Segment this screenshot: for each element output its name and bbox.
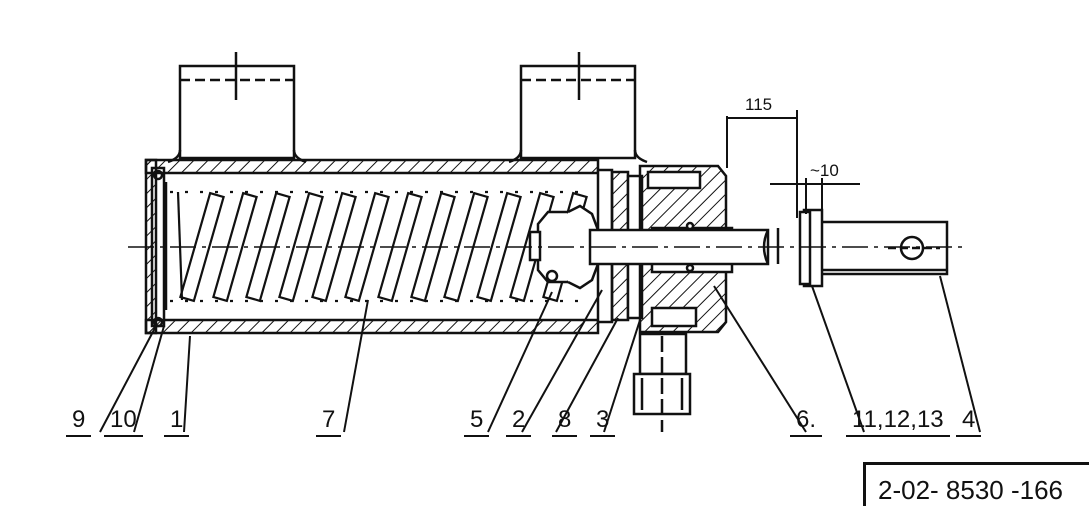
dimension-10 bbox=[770, 178, 860, 214]
part-label-5: 5 bbox=[464, 408, 490, 437]
port-fitting bbox=[632, 332, 692, 432]
part-label-11-12-13: 11,12,13 bbox=[846, 408, 950, 437]
leader-lines bbox=[99, 275, 981, 433]
document-number: 2-02- 8530 -166 bbox=[878, 475, 1064, 505]
part-label-6: 6. bbox=[790, 408, 823, 437]
part-label-8: 8 bbox=[552, 408, 578, 437]
dimension-10-label: ~10 bbox=[810, 161, 839, 180]
part-label-2: 2 bbox=[506, 408, 532, 437]
part-label-1: 1 bbox=[164, 408, 190, 437]
mounting-lug-right bbox=[508, 52, 648, 164]
dimension-115 bbox=[726, 110, 798, 218]
part-label-9: 9 bbox=[66, 408, 92, 437]
title-block: 2-02- 8530 -166 bbox=[863, 462, 1089, 506]
dimension-115-label: 115 bbox=[745, 95, 773, 114]
part-label-7: 7 bbox=[316, 408, 342, 437]
part-label-10: 10 bbox=[104, 408, 143, 437]
part-label-3: 3 bbox=[590, 408, 616, 437]
mounting-lug-left bbox=[167, 52, 307, 164]
clevis bbox=[776, 208, 949, 288]
part-label-4: 4 bbox=[956, 408, 982, 437]
